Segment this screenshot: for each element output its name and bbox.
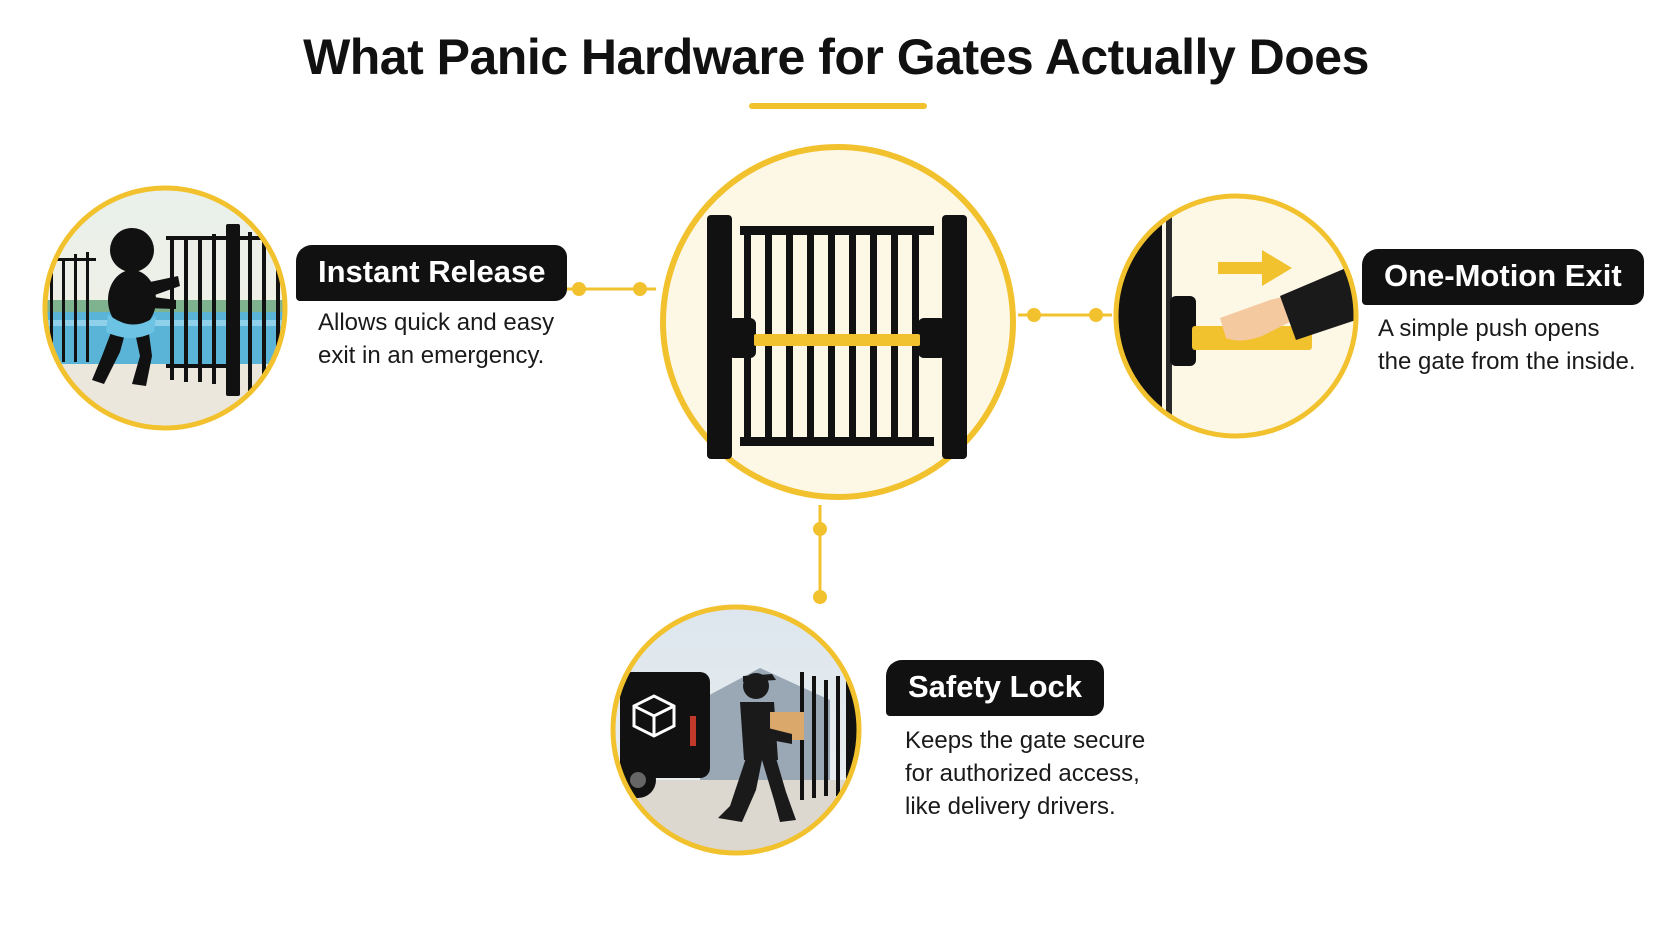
one-motion-exit-description: A simple push opens the gate from the in… — [1378, 312, 1635, 378]
one-motion-exit-desc-line: A simple push opens — [1378, 315, 1600, 342]
connector-bottom — [813, 505, 827, 604]
safety-lock-description: Keeps the gate secure for authorized acc… — [905, 724, 1145, 823]
one-motion-exit-desc-line: the gate from the inside. — [1378, 348, 1636, 375]
delivery-driver-illustration — [610, 604, 862, 856]
connector-right — [1018, 308, 1112, 322]
hand-push-illustration — [1113, 193, 1359, 439]
instant-release-label: Instant Release — [296, 245, 568, 301]
safety-lock-desc-line: for authorized access, — [905, 760, 1140, 787]
page-title: What Panic Hardware for Gates Actually D… — [303, 29, 1369, 85]
safety-lock-desc-line: like delivery drivers. — [905, 793, 1116, 820]
instant-release-description: Allows quick and easy exit in an emergen… — [318, 306, 554, 372]
instant-release-desc-line: exit in an emergency. — [318, 342, 545, 369]
title-underline — [749, 103, 927, 109]
instant-release-desc-line: Allows quick and easy — [318, 309, 555, 336]
connector-left — [557, 282, 656, 296]
child-pool-gate-illustration — [42, 185, 288, 431]
center-gate-illustration — [660, 144, 1016, 500]
safety-lock-label: Safety Lock — [886, 660, 1105, 716]
one-motion-exit-label: One-Motion Exit — [1362, 249, 1644, 305]
safety-lock-desc-line: Keeps the gate secure — [905, 727, 1146, 754]
